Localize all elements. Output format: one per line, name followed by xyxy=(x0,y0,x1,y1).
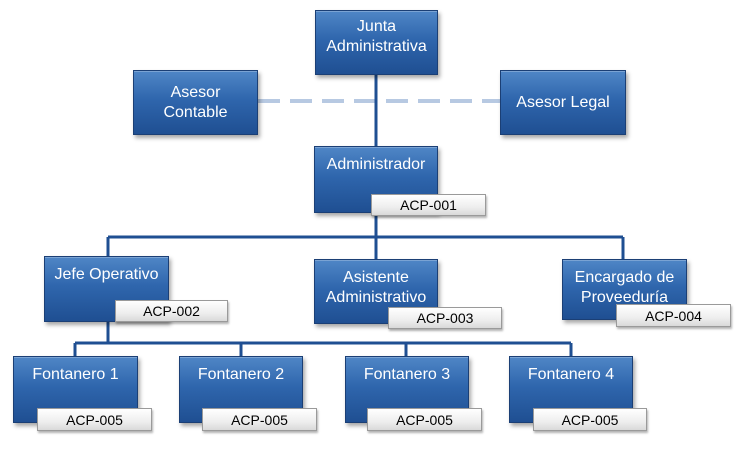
code-fontanero-4: ACP-005 xyxy=(533,408,647,431)
code-jefe-operativo: ACP-002 xyxy=(115,300,228,322)
code-administrador: ACP-001 xyxy=(371,194,486,216)
code-encargado: ACP-004 xyxy=(616,304,731,327)
node-asesor-legal: Asesor Legal xyxy=(500,70,626,135)
node-fontanero-3: Fontanero 3 xyxy=(345,356,469,423)
node-asistente-administrativo: Asistente Administrativo xyxy=(314,259,438,324)
code-fontanero-1: ACP-005 xyxy=(37,408,152,431)
node-asesor-contable: Asesor Contable xyxy=(133,70,258,135)
code-asistente: ACP-003 xyxy=(388,307,502,329)
node-junta-administrativa: Junta Administrativa xyxy=(315,10,438,75)
code-fontanero-2: ACP-005 xyxy=(202,408,317,431)
code-fontanero-3: ACP-005 xyxy=(367,408,482,431)
